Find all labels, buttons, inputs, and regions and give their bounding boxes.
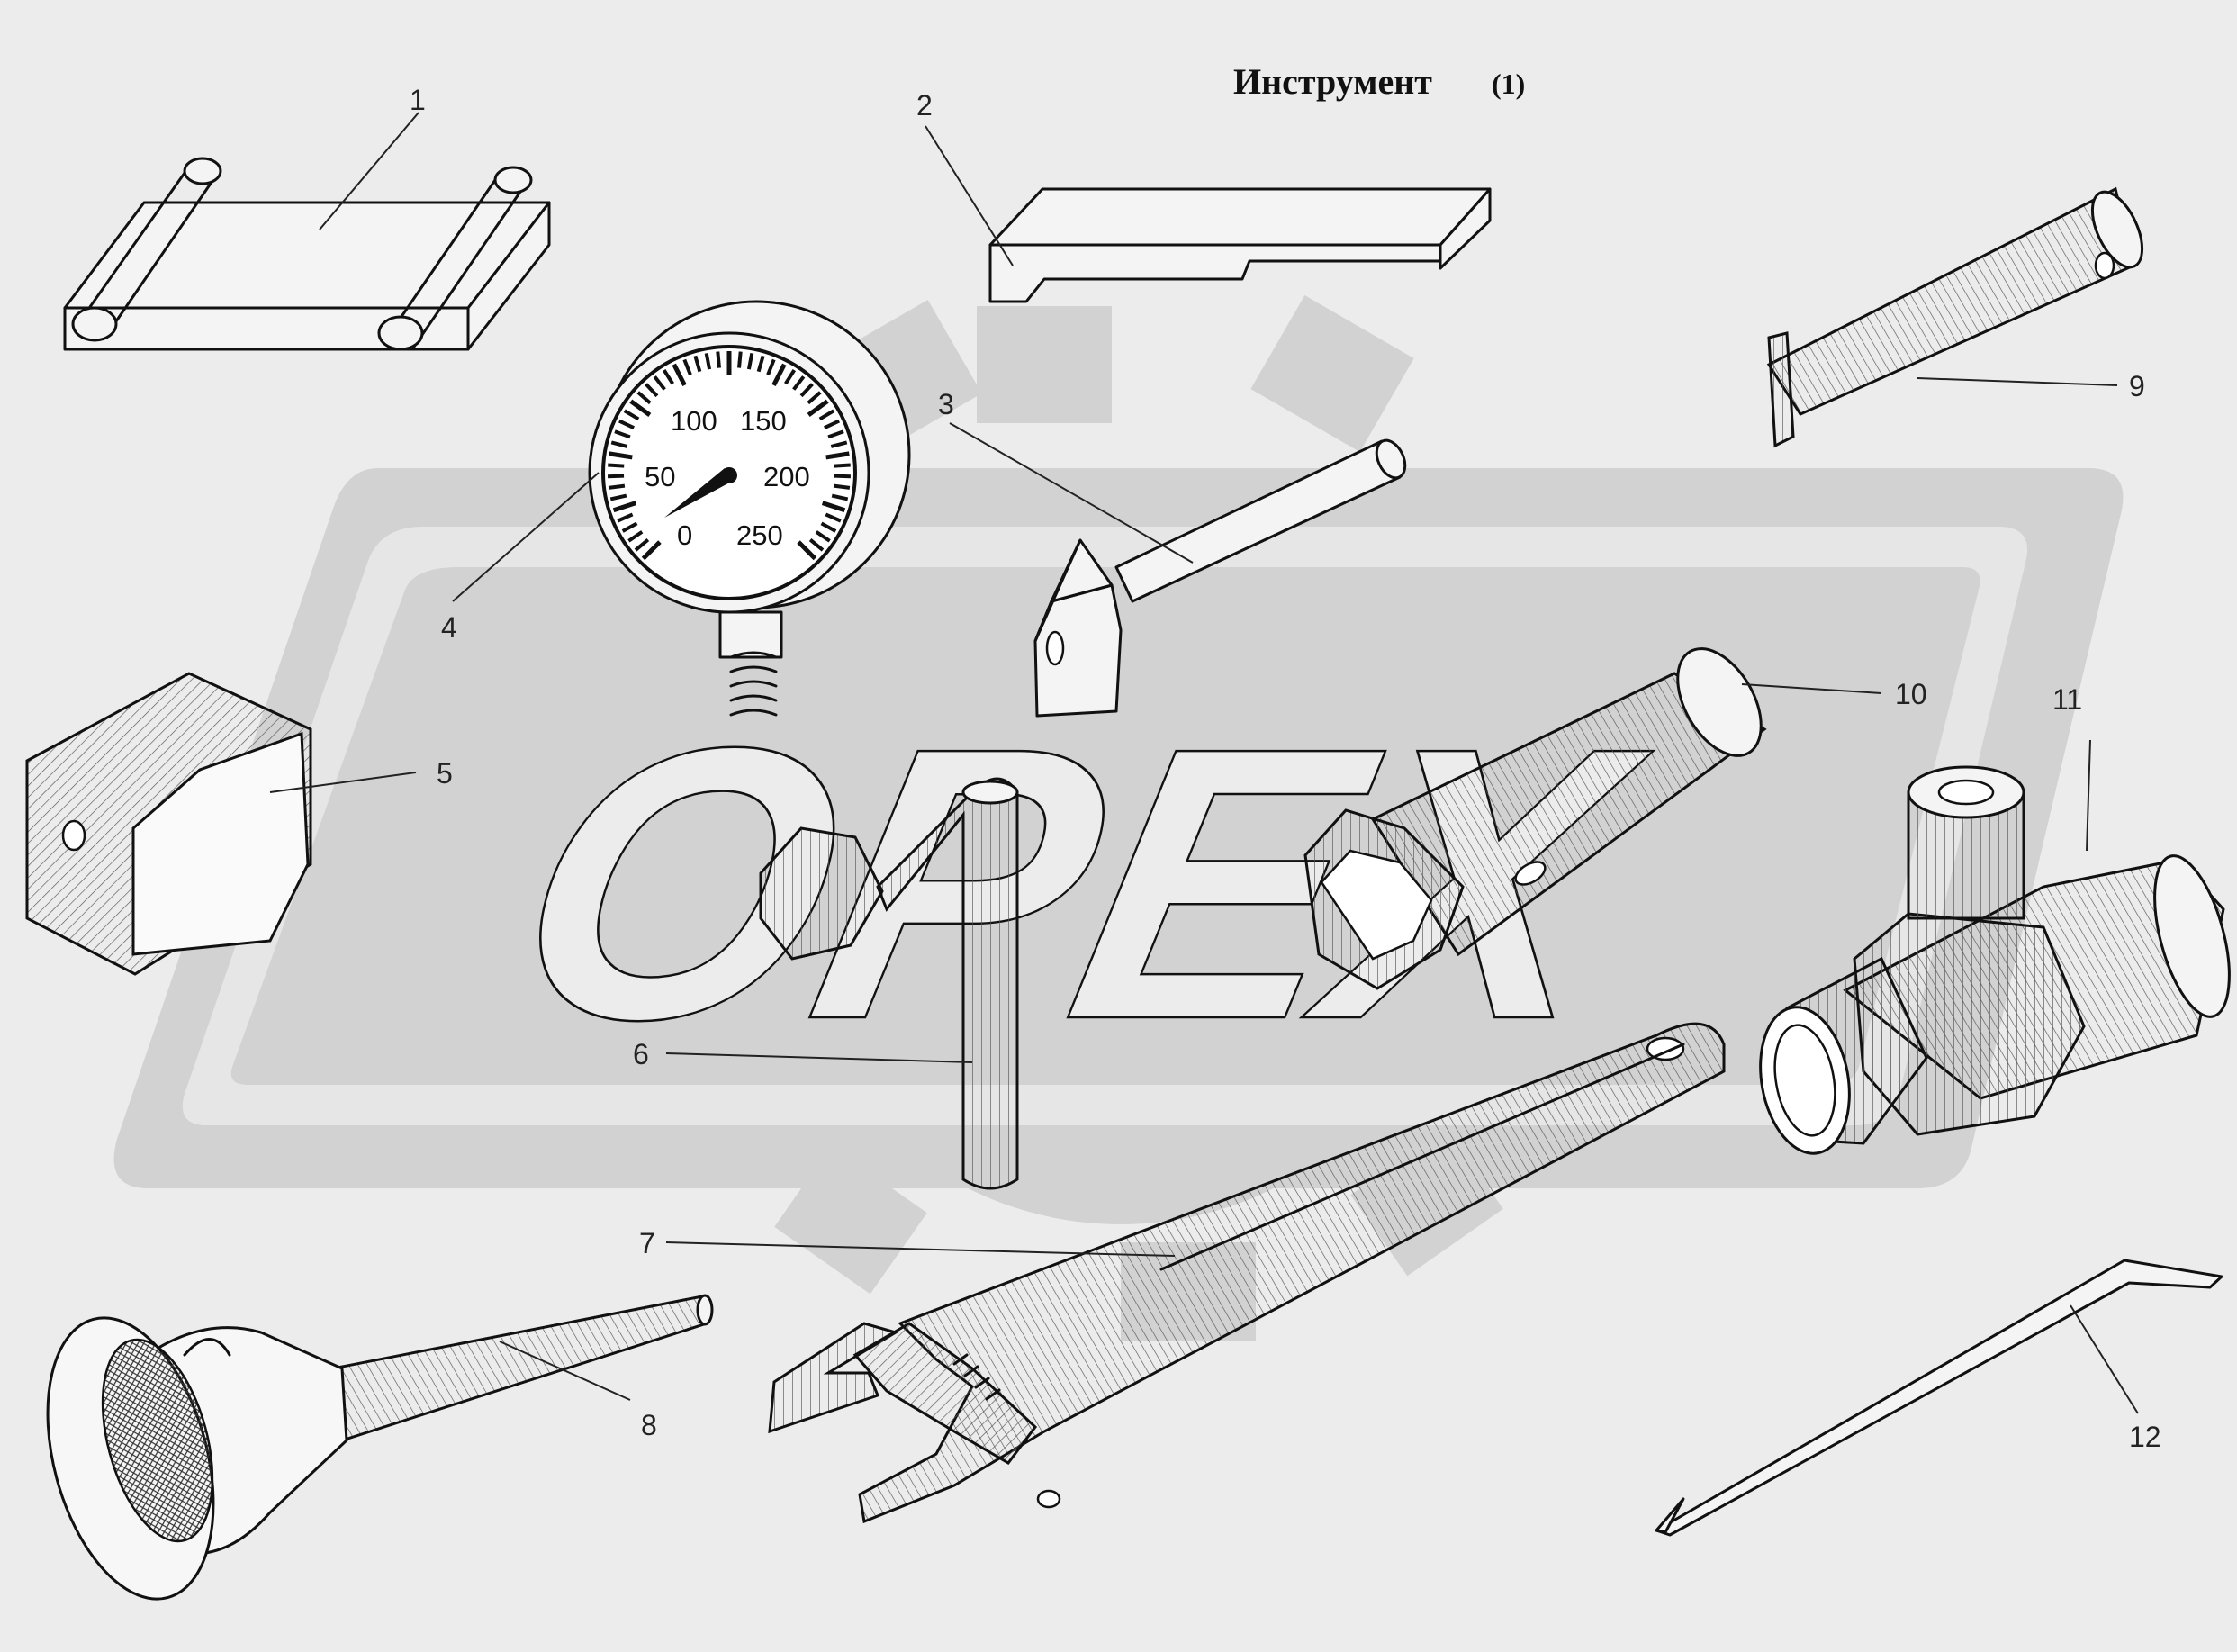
watermark: OPEX	[113, 295, 2124, 1341]
gauge-tick	[634, 538, 650, 552]
gauge-tick	[629, 399, 652, 417]
callout-4: 4	[441, 611, 457, 644]
gauge-tick	[610, 440, 628, 448]
gauge-tick	[608, 463, 625, 468]
callout-6: 6	[633, 1038, 649, 1070]
gauge-tick	[682, 358, 692, 375]
callout-9: 9	[2129, 370, 2145, 402]
gauge-tick	[621, 521, 638, 533]
gauge-dial-ticks	[608, 351, 851, 561]
gauge-tick	[830, 440, 848, 448]
gauge-tick	[784, 368, 797, 385]
gauge-needle	[664, 468, 736, 518]
gauge-tick	[825, 512, 842, 523]
gauge-tick	[834, 463, 851, 468]
gauge-scale-100: 100	[671, 405, 717, 437]
gauge-tick	[771, 363, 787, 387]
callout-1: 1	[410, 84, 426, 116]
gauge-tick	[756, 355, 765, 373]
gauge-tick	[627, 530, 644, 543]
diagram-title: Инструмент (1)	[1233, 61, 1525, 102]
gauge-tick	[807, 391, 822, 405]
gauge-tick	[636, 391, 652, 405]
part-12-pry-bar	[1655, 1259, 2223, 1537]
gauge-tick	[799, 383, 814, 398]
gauge-tick	[608, 474, 625, 479]
gauge-tick	[609, 451, 633, 460]
gauge-tick	[792, 375, 806, 391]
gauge-tick	[797, 540, 817, 561]
callout-5: 5	[437, 757, 453, 790]
part-7-adjustable-wrench	[768, 1022, 1726, 1524]
title-sub: (1)	[1492, 68, 1525, 100]
gauge-scale-250: 250	[736, 519, 783, 551]
gauge-tick	[704, 353, 712, 370]
callout-7: 7	[639, 1227, 655, 1259]
gauge-tick	[831, 493, 849, 501]
gauge-scale-150: 150	[740, 405, 787, 437]
gauge-tick	[716, 351, 721, 368]
part-11-pipe-fitting	[1759, 765, 2231, 1155]
gauge-tick	[653, 375, 666, 391]
gauge-tick	[821, 501, 846, 513]
gauge-tick	[693, 355, 702, 373]
gauge-tick	[820, 521, 837, 533]
gauge-tick	[641, 540, 662, 561]
gauge-tick	[612, 501, 637, 513]
callout-labels: 1 2 3 4 5 6 7 8 9 10 11 12	[410, 84, 2161, 1453]
gauge-tick	[609, 493, 627, 501]
gauge-tick	[672, 363, 687, 387]
gauge-tick	[807, 399, 829, 417]
gauge-tick	[766, 358, 776, 375]
part-5-bushing	[25, 672, 312, 976]
gauge-tick	[815, 530, 831, 543]
gauge-tick	[824, 419, 841, 429]
part-1-guide-rails	[63, 157, 551, 351]
part-9-screwdriver-bit	[1766, 186, 2144, 448]
part-3-hammer	[1033, 438, 1407, 718]
part-6-hex-l-key	[759, 777, 1019, 1190]
gauge-tick	[614, 429, 631, 439]
gauge-scale-200: 200	[763, 461, 810, 492]
gauge-tick	[818, 409, 835, 421]
callout-12: 12	[2129, 1421, 2161, 1453]
part-2-flat-key	[988, 187, 1492, 303]
gauge-tick	[833, 483, 851, 490]
callout-3: 3	[938, 388, 954, 420]
gauge-tick	[618, 419, 635, 429]
gauge-scale-0: 0	[677, 519, 692, 551]
gauge-tick	[623, 409, 640, 421]
gauge-tick	[827, 429, 844, 439]
gauge-tick	[608, 483, 626, 490]
gauge-tick	[737, 351, 743, 368]
part-4-pressure-gauge: 0 50 100 150 200 250	[588, 300, 911, 717]
part-10-box-spanner	[1303, 647, 1767, 990]
gauge-tick	[746, 353, 754, 370]
gauge-scale-50: 50	[645, 461, 675, 492]
gauge-tick	[834, 474, 851, 479]
callout-11: 11	[2052, 683, 2082, 716]
gauge-tick	[825, 451, 850, 460]
gauge-tick	[662, 368, 674, 385]
callout-2: 2	[916, 89, 933, 122]
leader-lines	[269, 112, 2139, 1414]
gauge-tick	[617, 512, 634, 523]
gauge-tick	[645, 383, 659, 398]
title-main: Инструмент	[1233, 61, 1432, 102]
part-8-funnel	[46, 1294, 714, 1601]
callout-8: 8	[641, 1409, 657, 1441]
gauge-tick	[808, 538, 825, 552]
callout-10: 10	[1895, 678, 1927, 710]
